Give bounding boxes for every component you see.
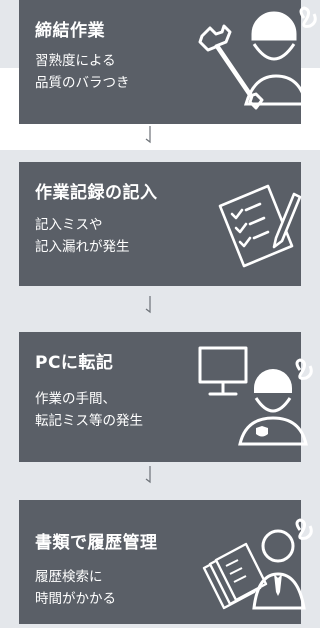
step-title: 書類で履歴管理 (35, 533, 158, 553)
step-description-line: 転記ミス等の発生 (35, 413, 143, 429)
step-description-line: 時間がかかる (35, 591, 116, 607)
step-card-pc-transcription: PCに転記 作業の手間、 転記ミス等の発生 (19, 332, 301, 462)
step-title: 締結作業 (35, 21, 105, 41)
documents-manager-icon (202, 518, 313, 610)
step-description-line: 品質のバラつき (35, 75, 130, 91)
step-description: 履歴検索に 時間がかかる (35, 566, 116, 610)
monitor-worker-icon (198, 346, 313, 446)
step-description-line: 記入ミスや (35, 217, 103, 233)
step-description-line: 記入漏れが発生 (35, 239, 130, 255)
wrench-worker-icon (198, 6, 317, 110)
step-description-line: 履歴検索に (35, 569, 103, 585)
step-description-line: 習熟度による (35, 53, 116, 69)
checklist-pen-icon (218, 184, 302, 268)
step-description-line: 作業の手間、 (35, 391, 116, 407)
flow-connector (145, 126, 151, 144)
step-title: PCに転記 (35, 353, 114, 373)
step-description: 作業の手間、 転記ミス等の発生 (35, 388, 143, 432)
step-description: 記入ミスや 記入漏れが発生 (35, 214, 130, 258)
step-title: 作業記録の記入 (35, 183, 158, 203)
flow-connector (145, 466, 151, 484)
step-description: 習熟度による 品質のバラつき (35, 50, 130, 94)
flow-connector (145, 296, 151, 314)
